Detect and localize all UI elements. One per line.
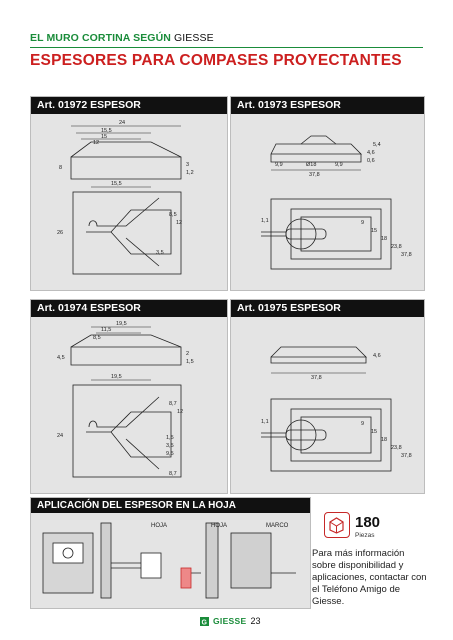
dimension-label: 26 [57,230,63,236]
dimension-label: 24 [119,120,125,126]
page-header: EL MURO CORTINA SEGÚN GIESSE [30,32,214,44]
dimension-label: 15 [371,429,377,435]
drawing-01973: 9,9 Ø18 9,9 37,8 5,4 4,6 0,6 1,1 9 15 18… [261,135,412,270]
panel-01972: Art. 01972 ESPESOR 24 15,5 15 12 8 3 1,2… [30,96,228,291]
dimension-label: 1,5 [186,359,194,365]
dimension-label: 3,5 [156,250,164,256]
dimension-label: 3 [186,162,189,168]
dimension-label: 5,4 [373,142,381,148]
dimension-label: 24 [57,433,63,439]
dimension-label: 8,7 [169,401,177,407]
dimension-label: 9 [361,421,364,427]
drawing-01975: 37,8 4,6 1,1 9 15 18 23,8 37,8 [261,346,412,472]
dimension-label: 8,5 [93,335,101,341]
svg-text:G: G [202,619,208,626]
application-drawing: HOJA HOJA MARCO [42,522,296,599]
dimension-label: 18 [381,437,387,443]
footer-logo: GIESSE [213,616,247,626]
dimension-label: 1,5 [166,435,174,441]
dimension-label: 1,1 [261,218,269,224]
page-number: 23 [250,616,261,626]
dimension-label: 9,9 [335,162,343,168]
page-title: ESPESORES PARA COMPASES PROYECTANTES [30,52,402,69]
dimension-label: 3,5 [166,443,174,449]
dimension-label: 12 [176,220,182,226]
dimension-label: 37,8 [401,252,412,258]
dimension-label: 1,1 [261,419,269,425]
header-brand: GIESSE [173,32,214,44]
dimension-label: 4,6 [373,353,381,359]
application-panel: APLICACIÓN DEL ESPESOR EN LA HOJA HOJA H… [30,497,311,609]
dimension-label: 15 [371,228,377,234]
pieces-box-icon [324,512,350,538]
panel-01974: Art. 01974 ESPESOR 19,5 11,5 8,5 4,5 2 1… [30,299,228,494]
dimension-label: 37,8 [311,375,322,381]
panel-title: Art. 01973 ESPESOR [231,97,424,114]
dimension-label: 4,5 [57,355,65,361]
dimension-label: 15,5 [111,181,122,187]
drawing-01974: 19,5 11,5 8,5 4,5 2 1,5 19,5 8,7 12 1,5 … [57,321,194,478]
drawing-01972: 24 15,5 15 12 8 3 1,2 15,5 8,5 12 26 3,5 [57,120,194,275]
label-marco: MARCO [266,523,289,529]
dimension-label: 4,6 [367,150,375,156]
application-title: APLICACIÓN DEL ESPESOR EN LA HOJA [31,498,310,513]
pieces-count: 180 [355,514,381,531]
dimension-label: 2 [186,351,189,357]
info-text: Para más información sobre disponibilida… [312,548,427,607]
dimension-label: 9,9 [275,162,283,168]
page-footer: G GIESSE 23 [200,616,260,626]
dimension-label: 8,5 [169,212,177,218]
pieces-unit: Piezas [355,532,375,539]
giesse-logo-icon: G [200,616,209,626]
dimension-label: 11,5 [101,327,111,333]
panel-title: Art. 01974 ESPESOR [31,300,227,317]
panel-title: Art. 01975 ESPESOR [231,300,424,317]
dimension-label: 12 [93,140,99,146]
dimension-label: 12 [177,409,183,415]
dimension-label: 23,8 [391,445,402,451]
dimension-label: 19,5 [111,374,122,380]
dimension-label: 9 [361,220,364,226]
dimension-label: 37,8 [401,453,412,459]
dimension-label: 8 [59,165,62,171]
dimension-label: 9,5 [166,451,174,457]
dimension-label: 8,7 [169,471,177,477]
dimension-label: 23,8 [391,244,402,250]
dimension-label: 1,2 [186,170,194,176]
dimension-label: 37,8 [309,172,320,178]
panel-01973: Art. 01973 ESPESOR 9,9 Ø18 9,9 37,8 5,4 … [230,96,425,291]
dimension-label: 0,6 [367,158,375,164]
dimension-label: Ø18 [306,162,316,168]
panel-title: Art. 01972 ESPESOR [31,97,227,114]
header-divider [30,47,423,48]
label-hoja-2: HOJA [211,523,227,529]
dimension-label: 15 [101,134,107,140]
dimension-label: 15,5 [101,128,112,134]
header-prefix: EL MURO CORTINA SEGÚN [30,32,171,44]
panel-01975: Art. 01975 ESPESOR 37,8 4,6 1,1 9 15 18 … [230,299,425,494]
label-hoja-1: HOJA [151,523,167,529]
dimension-label: 18 [381,236,387,242]
dimension-label: 19,5 [116,321,127,327]
